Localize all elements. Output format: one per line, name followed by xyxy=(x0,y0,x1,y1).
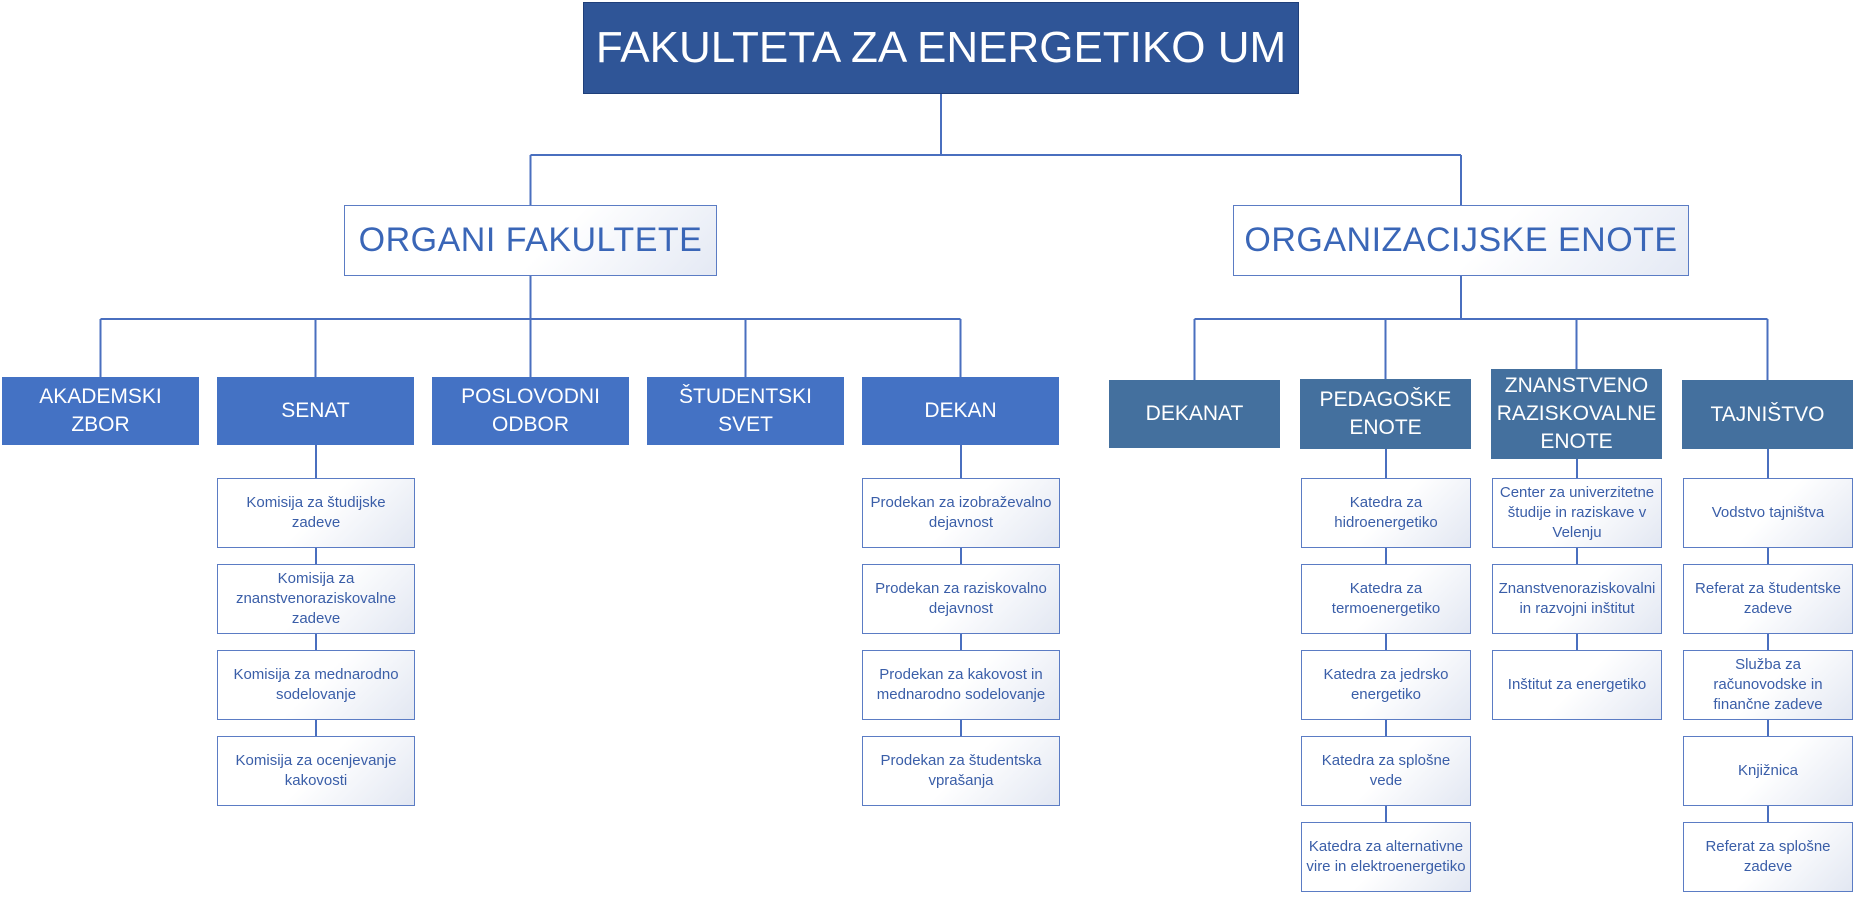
katedra-item: Katedra za jedrsko energetiko xyxy=(1301,650,1471,720)
unit-label: POSLOVODNI ODBOR xyxy=(461,385,600,436)
item-label: Knjižnica xyxy=(1737,762,1799,779)
tajnistvo-item: Referat za študentske zadeve xyxy=(1683,564,1853,634)
item-label: Center za univerzitetne študije in razis… xyxy=(1499,484,1655,541)
item-label: Komisija za mednarodno sodelovanje xyxy=(233,666,399,703)
item-label: Vodstvo tajništva xyxy=(1711,504,1825,521)
dekan-item: Prodekan za kakovost in mednarodno sodel… xyxy=(862,650,1060,720)
senat-item: Komisija za študijske zadeve xyxy=(217,478,415,548)
unit-poslovodni-odbor: POSLOVODNI ODBOR xyxy=(432,377,629,445)
enote-title: ORGANIZACIJSKE ENOTE xyxy=(1244,221,1678,259)
tajnistvo-item: Služba za računovodske in finančne zadev… xyxy=(1683,650,1853,720)
item-label: Katedra za splošne vede xyxy=(1321,752,1451,789)
unit-pedagoske-enote: PEDAGOŠKE ENOTE xyxy=(1300,379,1471,449)
raziskovalna-enota-item: Inštitut za energetiko xyxy=(1492,650,1662,720)
senat-item: Komisija za ocenjevanje kakovosti xyxy=(217,736,415,806)
item-label: Komisija za ocenjevanje kakovosti xyxy=(235,752,397,789)
unit-tajnistvo: TAJNIŠTVO xyxy=(1682,380,1853,449)
dekan-item: Prodekan za študentska vprašanja xyxy=(862,736,1060,806)
unit-label: TAJNIŠTVO xyxy=(1710,402,1825,426)
organi-title: ORGANI FAKULTETE xyxy=(358,221,703,259)
item-label: Katedra za termoenergetiko xyxy=(1331,580,1441,617)
senat-item: Komisija za znanstvenoraziskovalne zadev… xyxy=(217,564,415,634)
item-label: Prodekan za izobraževalno dejavnost xyxy=(870,494,1052,531)
unit-label: DEKAN xyxy=(924,399,997,422)
root-title: FAKULTETA ZA ENERGETIKO UM xyxy=(595,23,1287,72)
katedra-item: Katedra za splošne vede xyxy=(1301,736,1471,806)
raziskovalna-enota-item: Znanstvenoraziskovalni in razvojni inšti… xyxy=(1492,564,1662,634)
katedra-item: Katedra za hidroenergetiko xyxy=(1301,478,1471,548)
unit-label: PEDAGOŠKE ENOTE xyxy=(1319,388,1452,439)
unit-studentski-svet: ŠTUDENTSKI SVET xyxy=(647,377,844,445)
item-label: Referat za splošne zadeve xyxy=(1705,838,1831,875)
katedra-item: Katedra za alternativne vire in elektroe… xyxy=(1301,822,1471,892)
unit-label: ŠTUDENTSKI SVET xyxy=(678,385,812,436)
item-label: Inštitut za energetiko xyxy=(1507,676,1647,693)
unit-senat: SENAT xyxy=(217,377,414,445)
senat-item: Komisija za mednarodno sodelovanje xyxy=(217,650,415,720)
raziskovalna-enota-item: Center za univerzitetne študije in razis… xyxy=(1492,478,1662,548)
organi-fakultete-box: ORGANI FAKULTETE xyxy=(344,205,717,276)
unit-label: SENAT xyxy=(281,399,350,422)
item-label: Služba za računovodske in finančne zadev… xyxy=(1713,656,1823,713)
dekan-item: Prodekan za izobraževalno dejavnost xyxy=(862,478,1060,548)
unit-znanstveno-raziskovalne-enote: ZNANSTVENO RAZISKOVALNE ENOTE xyxy=(1491,369,1662,459)
katedra-item: Katedra za termoenergetiko xyxy=(1301,564,1471,634)
unit-akademski-zbor: AKADEMSKI ZBOR xyxy=(2,377,199,445)
organizacijske-enote-box: ORGANIZACIJSKE ENOTE xyxy=(1233,205,1689,276)
unit-label: AKADEMSKI ZBOR xyxy=(39,385,162,436)
unit-dekanat: DEKANAT xyxy=(1109,380,1280,448)
item-label: Katedra za alternativne vire in elektroe… xyxy=(1306,838,1466,875)
dekan-item: Prodekan za raziskovalno dejavnost xyxy=(862,564,1060,634)
unit-dekan: DEKAN xyxy=(862,377,1059,445)
tajnistvo-item: Referat za splošne zadeve xyxy=(1683,822,1853,892)
unit-label: ZNANSTVENO RAZISKOVALNE ENOTE xyxy=(1496,374,1657,453)
item-label: Komisija za znanstvenoraziskovalne zadev… xyxy=(235,570,397,627)
root-box: FAKULTETA ZA ENERGETIKO UM xyxy=(583,2,1299,94)
item-label: Prodekan za kakovost in mednarodno sodel… xyxy=(876,666,1046,703)
tajnistvo-item: Vodstvo tajništva xyxy=(1683,478,1853,548)
tajnistvo-item: Knjižnica xyxy=(1683,736,1853,806)
item-label: Znanstvenoraziskovalni in razvojni inšti… xyxy=(1498,580,1656,617)
item-label: Prodekan za študentska vprašanja xyxy=(880,752,1042,789)
item-label: Referat za študentske zadeve xyxy=(1695,580,1841,617)
item-label: Prodekan za raziskovalno dejavnost xyxy=(875,580,1047,617)
item-label: Katedra za jedrsko energetiko xyxy=(1323,666,1449,703)
unit-label: DEKANAT xyxy=(1145,402,1244,425)
item-label: Katedra za hidroenergetiko xyxy=(1334,494,1438,531)
item-label: Komisija za študijske zadeve xyxy=(246,494,386,531)
